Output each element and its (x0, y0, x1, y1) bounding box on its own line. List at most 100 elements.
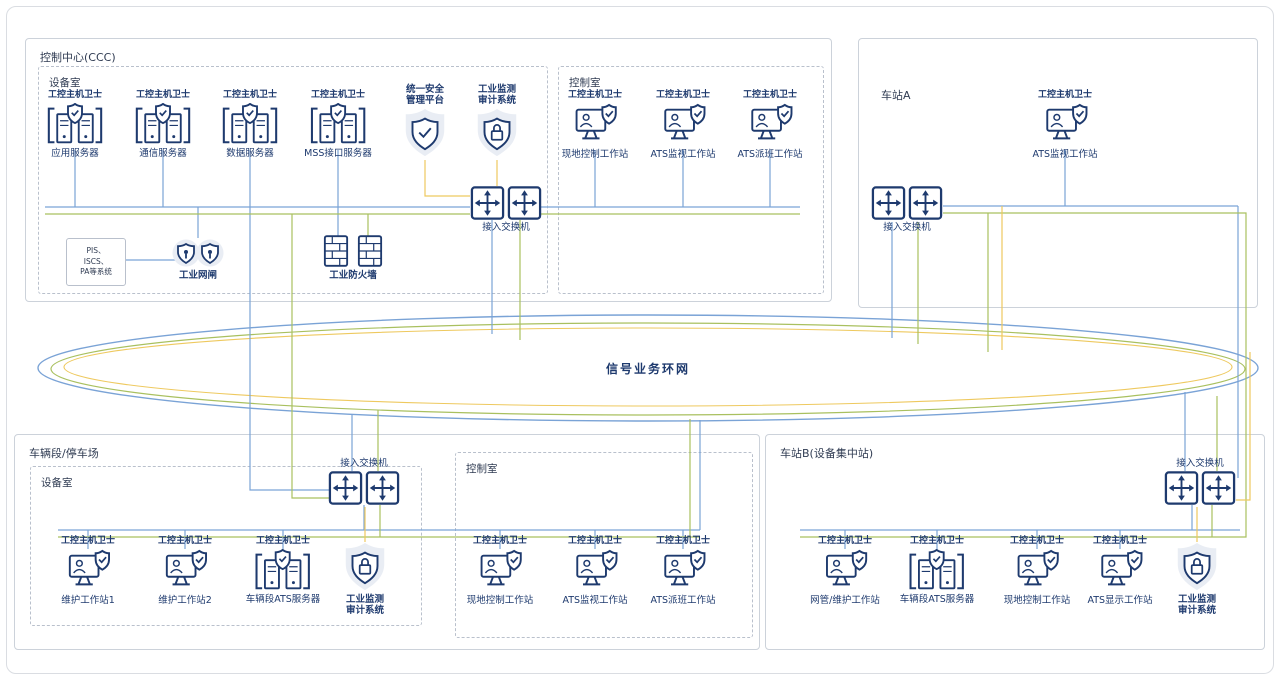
device-audit-system-ccc: 工业监测 审计系统 (472, 84, 522, 158)
server-icon (45, 103, 105, 146)
room-ccc-equipment: 设备室 (38, 66, 548, 294)
host-guard-label: 工控主机卫士 (310, 90, 366, 100)
workstation-icon (1087, 549, 1152, 593)
server-icon (133, 103, 193, 146)
switch-icon (1165, 471, 1199, 505)
workstation-icon (1032, 103, 1097, 147)
gatekeeper-icon-pair (171, 238, 225, 268)
device-label: 现地控制工作站 (466, 595, 534, 606)
outer-frame (6, 6, 1274, 674)
pis-systems-box: PIS、 ISCS、 PA等系统 (66, 238, 126, 286)
device-label: 数据服务器 (226, 148, 274, 159)
host-guard-label: 工控主机卫士 (472, 536, 528, 546)
device-label: 工业监测 审计系统 (340, 594, 390, 616)
room-title-ccc-equipment: 设备室 (49, 77, 81, 89)
device-label: 车辆段ATS服务器 (245, 594, 321, 605)
room-depot-equipment: 设备室 (30, 466, 422, 626)
device-label: 维护工作站2 (158, 595, 212, 606)
device-audit-system-depot: 工业监测 审计系统 (340, 542, 390, 616)
switch-icon-pair (471, 186, 542, 220)
shield-lock-icon (1172, 542, 1222, 592)
label-line1: 工业监测 (345, 594, 384, 605)
ring-network-label: 信号业务环网 (605, 362, 691, 376)
device-netmgmt-maintenance-ws: 工控主机卫士 网管/维护工作站 (810, 536, 880, 606)
device-security-platform: 统一安全 管理平台 (400, 84, 450, 158)
device-data-server: 工控主机卫士 数据服务器 (220, 90, 280, 159)
label-line2: 审计系统 (1177, 605, 1216, 616)
shield-check-icon (400, 108, 450, 158)
host-guard-label: 工控主机卫士 (817, 536, 873, 546)
device-industrial-firewall: 工业防火墙 (323, 234, 383, 281)
ring-ellipse-yellow (63, 327, 1233, 407)
device-label: 工业监测 审计系统 (472, 84, 522, 106)
switch-icon (471, 186, 505, 220)
label-line1: 统一安全 (405, 84, 444, 95)
switch-icon-pair (872, 186, 943, 220)
host-guard-label: 工控主机卫士 (60, 536, 116, 546)
workstation-icon (650, 549, 715, 593)
bus-lines-yellow (364, 160, 1251, 542)
access-switch-ccc: 接入交换机 (471, 186, 542, 233)
workstation-icon (562, 549, 627, 593)
label-line2: 审计系统 (345, 605, 384, 616)
device-label: ATS监视工作站 (1032, 149, 1098, 160)
host-guard-label: 工控主机卫士 (47, 90, 102, 100)
room-title-ccc-control: 控制室 (569, 77, 601, 89)
room-title-depot-equipment: 设备室 (41, 477, 73, 489)
device-maintenance-ws2: 工控主机卫士 维护工作站2 (158, 536, 212, 606)
host-guard-label: 工控主机卫士 (135, 90, 190, 100)
device-local-control-ws-depot: 工控主机卫士 现地控制工作站 (467, 536, 534, 606)
device-label: 通信服务器 (139, 148, 187, 159)
device-maintenance-ws1: 工控主机卫士 维护工作站1 (61, 536, 115, 606)
room-depot-control: 控制室 (455, 452, 753, 638)
workstation-icon (61, 549, 115, 593)
access-switch-depot: 接入交换机 (329, 458, 400, 505)
region-station-b: 车站B(设备集中站) (765, 434, 1265, 650)
device-label: 工业网闸 (178, 270, 217, 281)
region-depot: 车辆段/停车场 (14, 434, 760, 650)
switch-label: 接入交换机 (883, 222, 931, 233)
device-audit-system-station-b: 工业监测 审计系统 (1172, 542, 1222, 616)
device-ats-server-station-b: 工控主机卫士 车辆段ATS服务器 (900, 536, 975, 605)
device-industrial-gatekeeper: 工业网闸 (171, 238, 225, 281)
region-station-a: 车站A (858, 38, 1258, 308)
device-depot-ats-server: 工控主机卫士 车辆段ATS服务器 (246, 536, 321, 605)
server-icon (900, 549, 975, 592)
switch-icon (909, 186, 943, 220)
region-title-station-a: 车站A (881, 89, 911, 102)
firewall-icon (357, 234, 383, 268)
device-ats-monitor-ws-ccc: 工控主机卫士 ATS监视工作站 (650, 90, 715, 160)
switch-icon (508, 186, 542, 220)
host-guard-label: 工控主机卫士 (567, 536, 623, 546)
workstation-icon (562, 103, 629, 147)
region-title-ccc: 控制中心(CCC) (40, 51, 116, 64)
device-local-control-ws-ccc: 工控主机卫士 现地控制工作站 (562, 90, 629, 160)
region-title-station-b: 车站B(设备集中站) (780, 447, 874, 460)
device-ats-dispatch-ws-depot: 工控主机卫士 ATS派班工作站 (650, 536, 715, 606)
host-guard-label: 工控主机卫士 (1092, 536, 1148, 546)
label-line2: 管理平台 (405, 95, 444, 106)
access-switch-station-b: 接入交换机 (1165, 458, 1236, 505)
host-guard-label: 工控主机卫士 (655, 90, 711, 100)
room-title-depot-control: 控制室 (466, 463, 498, 475)
device-label: ATS派班工作站 (737, 149, 803, 160)
workstation-icon (737, 103, 802, 147)
pis-line3: PA等系统 (80, 267, 112, 277)
label-line1: 工业监测 (477, 84, 516, 95)
pis-line1: PIS、 (86, 245, 106, 255)
host-guard-label: 工控主机卫士 (1037, 90, 1093, 100)
device-label: 现地控制工作站 (1003, 595, 1071, 606)
workstation-icon (158, 549, 212, 593)
device-label: ATS监视工作站 (562, 595, 628, 606)
workstation-icon (467, 549, 534, 593)
host-guard-label: 工控主机卫士 (742, 90, 798, 100)
workstation-icon (1004, 549, 1071, 593)
server-icon (304, 103, 372, 146)
workstation-icon (810, 549, 880, 593)
server-icon (246, 549, 321, 592)
host-guard-label: 工控主机卫士 (222, 90, 277, 100)
pis-line2: ISCS、 (83, 256, 109, 266)
device-label: 统一安全 管理平台 (400, 84, 450, 106)
host-guard-label: 工控主机卫士 (255, 536, 311, 546)
